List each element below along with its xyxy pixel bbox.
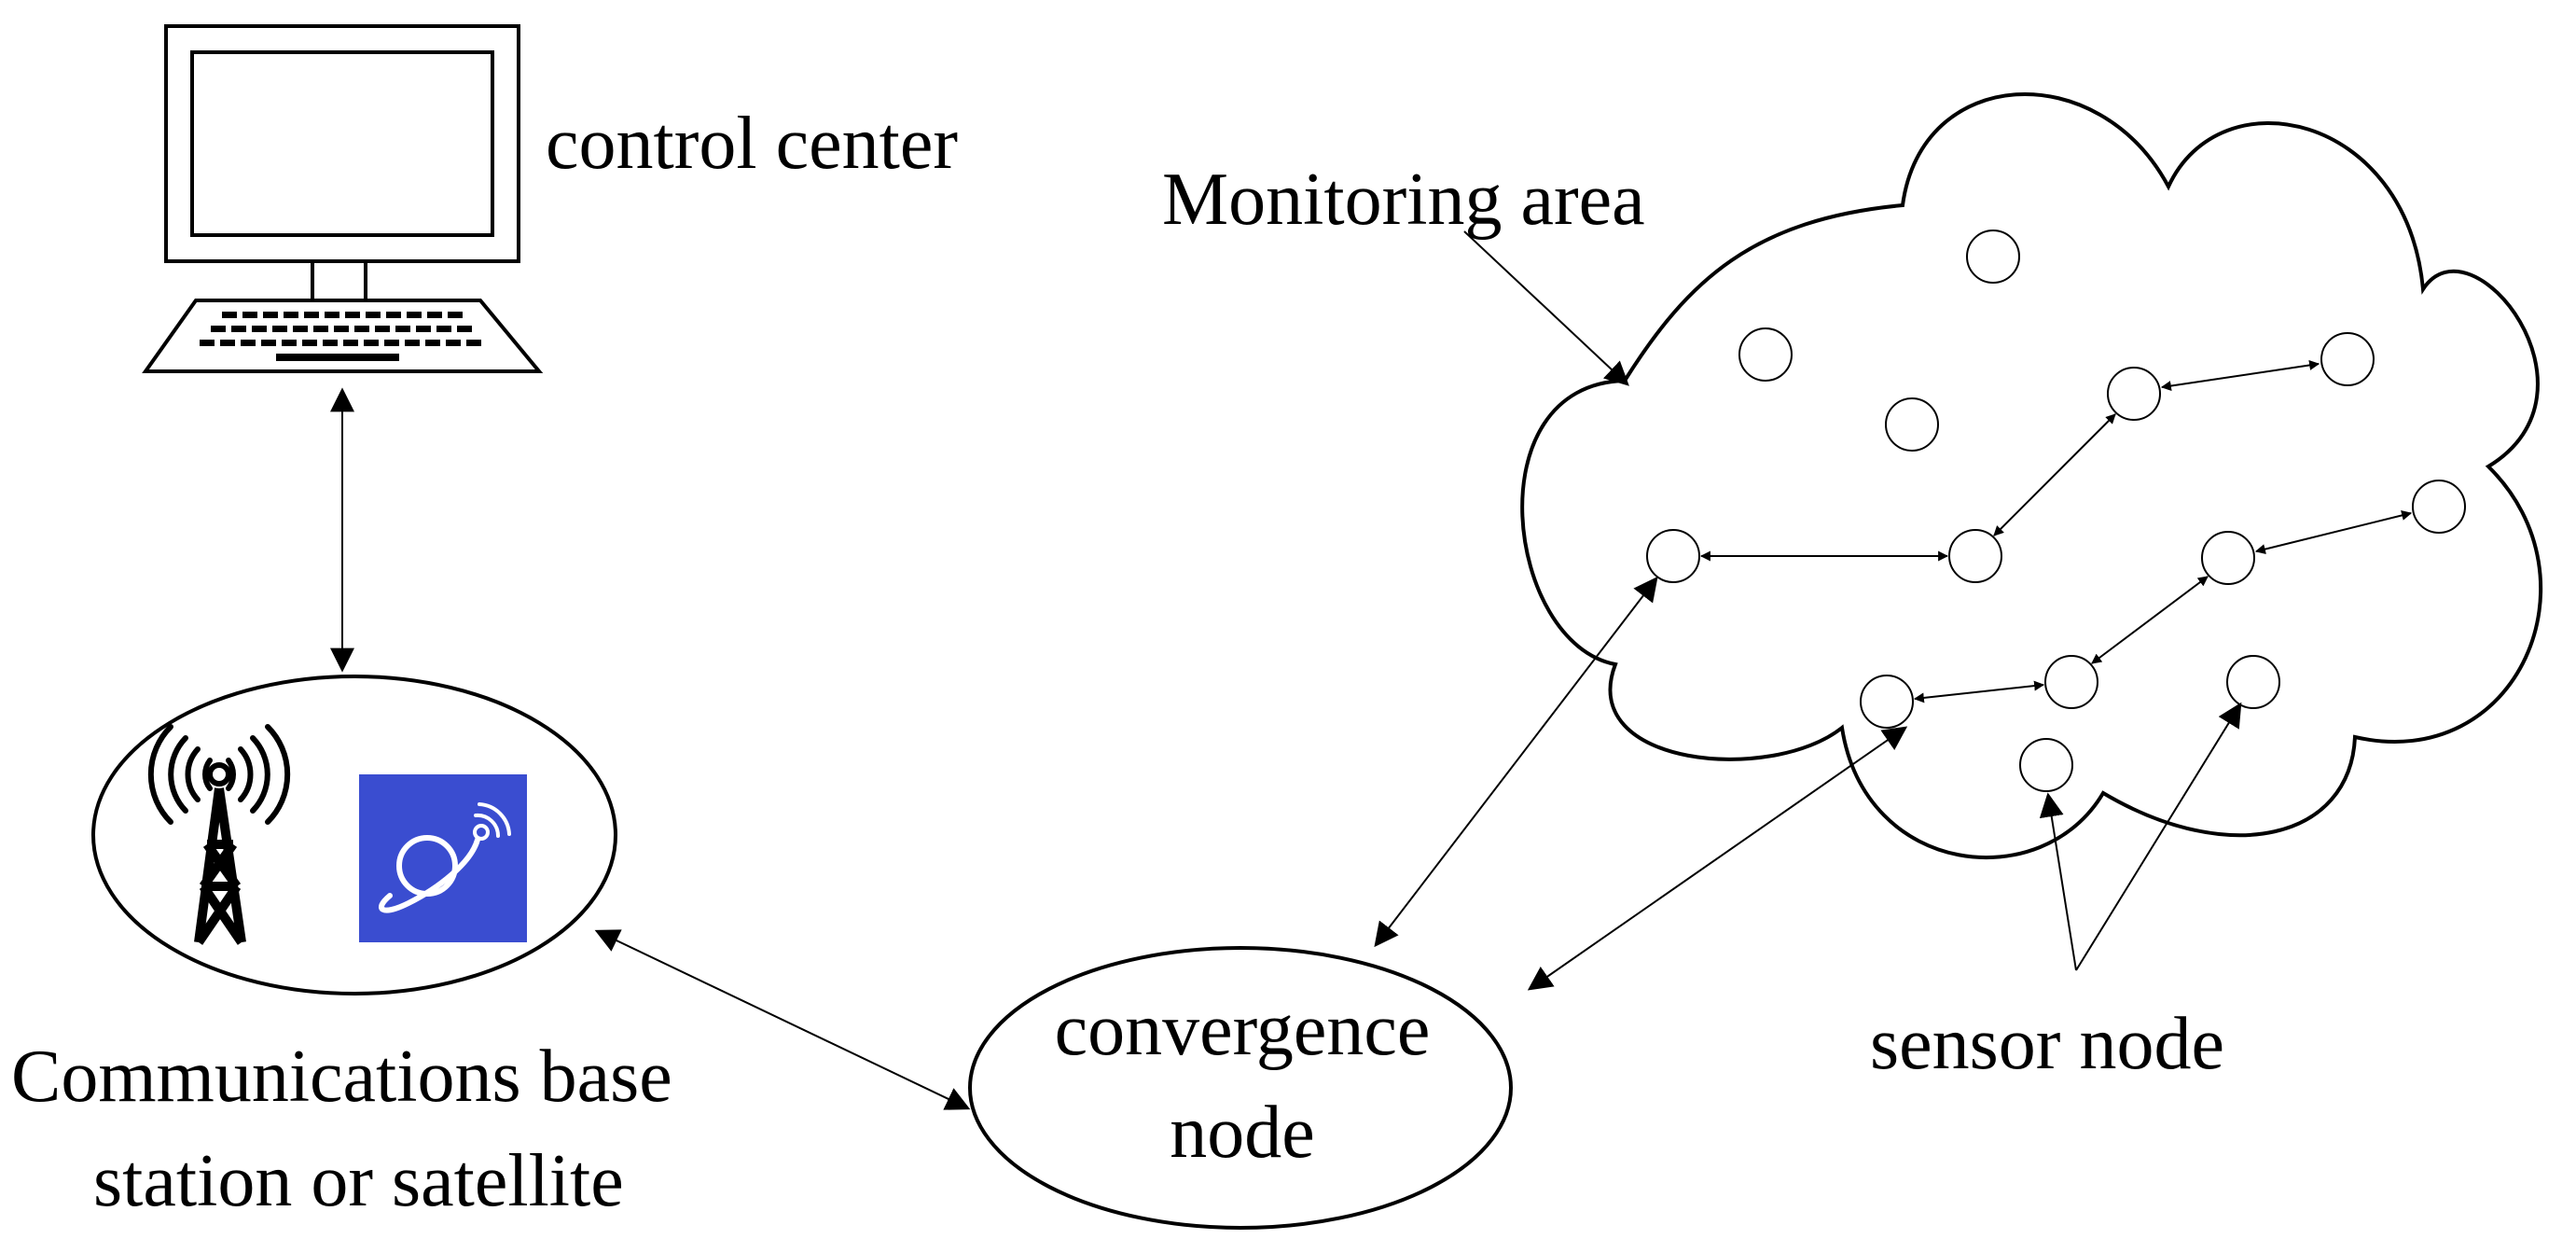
convergence-node-label-line2: node bbox=[1170, 1092, 1315, 1174]
sensor-node bbox=[2320, 332, 2375, 386]
sensor-node bbox=[2201, 531, 2255, 585]
link-sensor bbox=[2091, 576, 2209, 664]
sensor-node bbox=[2412, 480, 2466, 534]
link-sensor bbox=[1993, 413, 2116, 536]
satellite-tile bbox=[359, 774, 527, 942]
sensor-node bbox=[1738, 327, 1793, 382]
base-station-ellipse bbox=[91, 675, 617, 995]
sensor-node bbox=[1966, 230, 2020, 284]
base-station-label-line2: station or satellite bbox=[93, 1140, 624, 1222]
sensor-nodes bbox=[1646, 230, 2466, 792]
keyboard-keys bbox=[200, 312, 481, 361]
sensor-node bbox=[2019, 738, 2073, 792]
sensor-node-label: sensor node bbox=[1870, 1003, 2224, 1085]
computer-terminal-icon bbox=[142, 24, 544, 373]
sensor-node bbox=[2107, 367, 2161, 421]
link-sensor-convergence-2 bbox=[1527, 726, 1908, 991]
link-sensor bbox=[2254, 510, 2413, 554]
sensor-links bbox=[1699, 360, 2413, 703]
link-sensor-convergence-1 bbox=[1374, 576, 1658, 948]
link-base-convergence bbox=[594, 929, 971, 1110]
sensor-node bbox=[1860, 675, 1914, 729]
monitoring-area-label: Monitoring area bbox=[1162, 159, 1645, 241]
monitor-outer bbox=[164, 24, 520, 263]
sensor-node bbox=[2226, 655, 2280, 709]
convergence-node-ellipse bbox=[968, 946, 1513, 1230]
monitor-screen bbox=[190, 50, 494, 237]
sensor-node-pointer-2 bbox=[2075, 702, 2242, 971]
link-sensor bbox=[2160, 360, 2320, 391]
sensor-node bbox=[1646, 529, 1700, 583]
radio-tower-icon bbox=[147, 724, 291, 945]
sensor-node bbox=[2044, 655, 2098, 709]
sensor-node bbox=[1948, 529, 2002, 583]
satellite-planet-icon bbox=[359, 774, 527, 942]
monitoring-area-pointer bbox=[1463, 230, 1629, 386]
control-center-label: control center bbox=[546, 103, 958, 185]
base-station-label-line1: Communications base bbox=[11, 1036, 672, 1118]
link-sensor bbox=[1913, 680, 2045, 703]
sensor-node-pointer-1 bbox=[2039, 792, 2077, 971]
sensor-node bbox=[1885, 397, 1939, 452]
convergence-node-label-line1: convergence bbox=[1055, 989, 1431, 1071]
